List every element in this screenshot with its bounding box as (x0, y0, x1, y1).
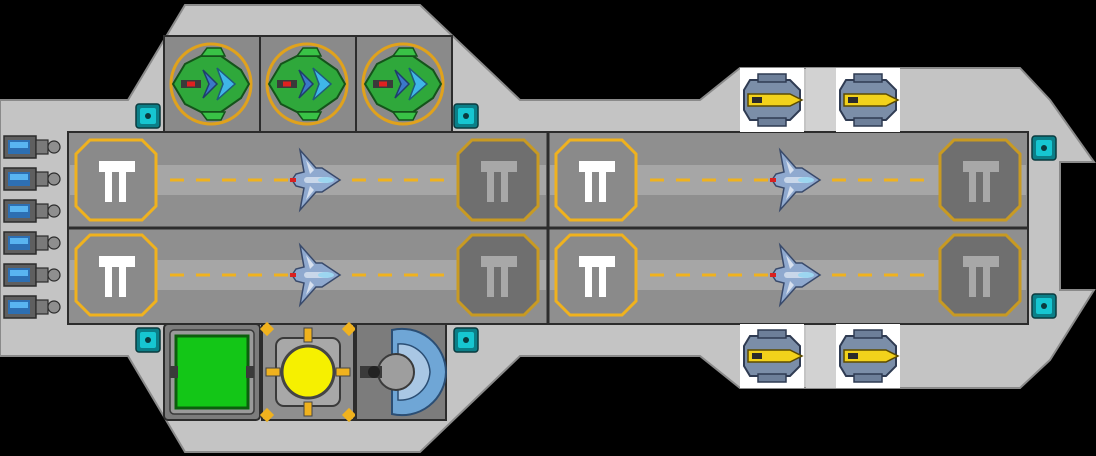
cyan-light-icon (135, 327, 161, 353)
yellow-drone-icon[interactable] (835, 323, 901, 389)
landing-pad-icon[interactable] (938, 233, 1022, 317)
runway-grid (67, 131, 1029, 325)
landing-pad-icon[interactable] (554, 138, 638, 222)
cyan-light-icon (1031, 293, 1057, 319)
runway-bottom-left[interactable] (74, 233, 540, 317)
cyan-light-icon (1031, 135, 1057, 161)
yellow-drone-icon[interactable] (739, 67, 805, 133)
green-bomber-icon[interactable] (169, 42, 253, 126)
runway-bottom-right[interactable] (554, 233, 1022, 317)
runway-top-left[interactable] (74, 138, 540, 222)
green-bomber-icon[interactable] (361, 42, 445, 126)
cargo-hatch-icon[interactable] (163, 323, 261, 421)
landing-pad-icon[interactable] (456, 138, 540, 222)
yellow-drone-icon[interactable] (835, 67, 901, 133)
cyan-light-icon (135, 103, 161, 129)
landing-pad-icon[interactable] (456, 233, 540, 317)
landing-pad-icon[interactable] (74, 138, 158, 222)
green-bomber-icon[interactable] (265, 42, 349, 126)
bomber-bays (163, 35, 453, 133)
runway-top-right[interactable] (554, 138, 1022, 222)
yellow-drone-icon[interactable] (739, 323, 805, 389)
landing-pad-icon[interactable] (938, 138, 1022, 222)
turret-icon[interactable] (355, 323, 448, 421)
cyan-light-icon (453, 103, 479, 129)
system-modules (163, 321, 448, 423)
landing-pad-icon[interactable] (554, 233, 638, 317)
cyan-light-icon (453, 327, 479, 353)
landing-pad-icon[interactable] (74, 233, 158, 317)
reactor-icon[interactable] (259, 321, 357, 423)
